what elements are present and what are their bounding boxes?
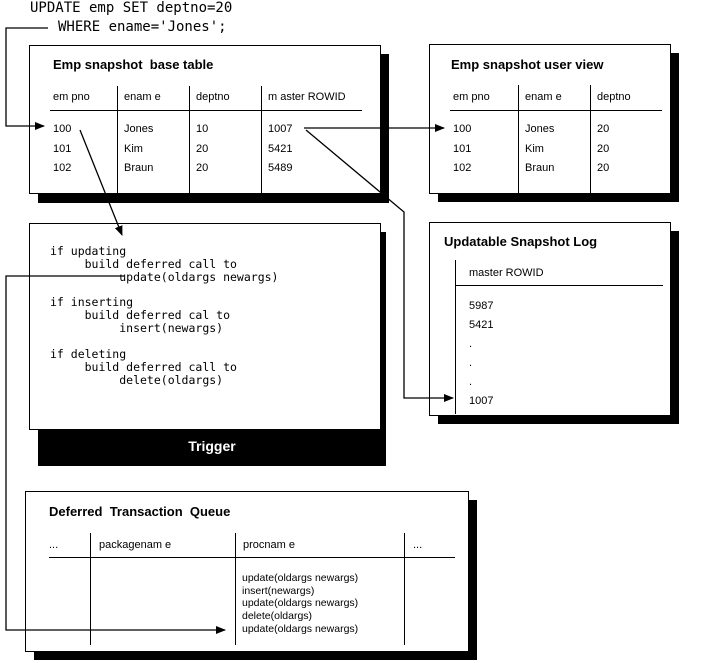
- trigger-line-2: update(oldargs newargs): [50, 270, 279, 284]
- base-table-title: Emp snapshot base table: [53, 57, 214, 72]
- arrow-base-row-to-trigger: [79, 129, 123, 236]
- base-table-col-rule-3: [261, 86, 262, 193]
- base-row-0-deptno: 10: [196, 123, 209, 135]
- log-value-3: .: [469, 357, 473, 369]
- queue-col-rule-1: [90, 533, 91, 645]
- base-table-col-rule-2: [189, 86, 190, 193]
- trigger-line-5: insert(newargs): [50, 321, 224, 335]
- queue-title: Deferred Transaction Queue: [49, 504, 231, 519]
- user-view-title: Emp snapshot user view: [451, 57, 604, 72]
- view-row-1-deptno: 20: [597, 143, 610, 155]
- view-row-2-deptno: 20: [597, 162, 610, 174]
- log-value-5: 1007: [469, 395, 494, 407]
- base-row-1-deptno: 20: [196, 143, 209, 155]
- base-row-0-empno: 100: [53, 123, 72, 135]
- queue-header-procname: procnam e: [243, 539, 295, 551]
- base-table-header-empno: em pno: [53, 91, 90, 103]
- base-row-2-empno: 102: [53, 162, 72, 174]
- arrow-base-to-snapshot-log: [305, 129, 454, 402]
- base-table-header-ename: enam e: [124, 91, 161, 103]
- base-row-2-ename: Braun: [124, 162, 154, 174]
- snapshot-log-header: master ROWID: [469, 267, 544, 279]
- base-table-box: Emp snapshot base table em pno enam e de…: [29, 45, 381, 194]
- trigger-line-0: if updating: [50, 244, 127, 258]
- base-table-col-rule-1: [117, 86, 118, 193]
- trigger-box: if updating build deferred call to updat…: [29, 223, 381, 430]
- trigger-line-7: build deferred call to: [50, 360, 237, 374]
- snapshot-log-title: Updatable Snapshot Log: [444, 234, 598, 249]
- arrow-sql-to-base-row: [5, 27, 48, 130]
- user-view-col-rule-2: [590, 85, 591, 193]
- log-value-1: 5421: [469, 319, 494, 331]
- trigger-label: Trigger: [188, 438, 236, 454]
- user-view-header-deptno: deptno: [597, 91, 631, 103]
- snapshot-log-box: Updatable Snapshot Log master ROWID 5987…: [429, 222, 671, 416]
- sql-line-2: WHERE ename='Jones';: [58, 19, 227, 35]
- base-table-header-deptno: deptno: [196, 91, 230, 103]
- queue-col-rule-2: [235, 533, 236, 645]
- view-row-1-ename: Kim: [525, 143, 544, 155]
- log-value-0: 5987: [469, 300, 494, 312]
- base-row-1-empno: 101: [53, 143, 72, 155]
- queue-header-ellipsis-left: ...: [49, 539, 59, 551]
- queue-proc-1: insert(newargs): [242, 585, 315, 597]
- base-table-header-rule: [50, 110, 362, 111]
- view-row-0-ename: Jones: [525, 123, 555, 135]
- base-row-2-deptno: 20: [196, 162, 209, 174]
- base-row-1-rowid: 5421: [268, 143, 293, 155]
- queue-proc-3: delete(oldargs): [242, 610, 313, 622]
- base-table-header-master-rowid: m aster ROWID: [268, 91, 346, 103]
- trigger-line-1: build deferred call to: [50, 257, 237, 271]
- log-value-4: .: [469, 376, 473, 388]
- snapshot-log-header-rule: [455, 285, 663, 286]
- user-view-box: Emp snapshot user view em pno enam e dep…: [429, 44, 671, 194]
- base-row-2-rowid: 5489: [268, 162, 293, 174]
- base-row-0-rowid: 1007: [268, 123, 293, 135]
- queue-header-rule: [49, 557, 455, 558]
- log-value-2: .: [469, 338, 473, 350]
- sql-line-1: UPDATE emp SET deptno=20: [30, 0, 233, 16]
- view-row-0-deptno: 20: [597, 123, 610, 135]
- trigger-line-3: if inserting: [50, 295, 134, 309]
- trigger-line-6: if deleting: [50, 347, 127, 361]
- snapshot-log-col-rule: [455, 260, 456, 414]
- queue-proc-0: update(oldargs newargs): [242, 572, 359, 584]
- queue-header-packagename: packagenam e: [99, 539, 172, 551]
- view-row-2-ename: Braun: [525, 162, 555, 174]
- user-view-header-rule: [450, 110, 662, 111]
- trigger-line-8: delete(oldargs): [50, 373, 224, 387]
- user-view-header-ename: enam e: [525, 91, 562, 103]
- queue-proc-2: update(oldargs newargs): [242, 597, 359, 609]
- queue-box: Deferred Transaction Queue ... packagena…: [25, 491, 469, 652]
- view-row-1-empno: 101: [453, 143, 472, 155]
- view-row-2-empno: 102: [453, 162, 472, 174]
- base-row-1-ename: Kim: [124, 143, 143, 155]
- queue-header-ellipsis-right: ...: [413, 539, 423, 551]
- base-row-0-ename: Jones: [124, 123, 154, 135]
- arrow-trigger-to-queue: [5, 275, 226, 634]
- trigger-line-4: build deferred cal to: [50, 308, 231, 322]
- user-view-col-rule-1: [518, 85, 519, 193]
- user-view-header-empno: em pno: [453, 91, 490, 103]
- queue-proc-4: update(oldargs newargs): [242, 623, 359, 635]
- queue-col-rule-3: [404, 533, 405, 645]
- view-row-0-empno: 100: [453, 123, 472, 135]
